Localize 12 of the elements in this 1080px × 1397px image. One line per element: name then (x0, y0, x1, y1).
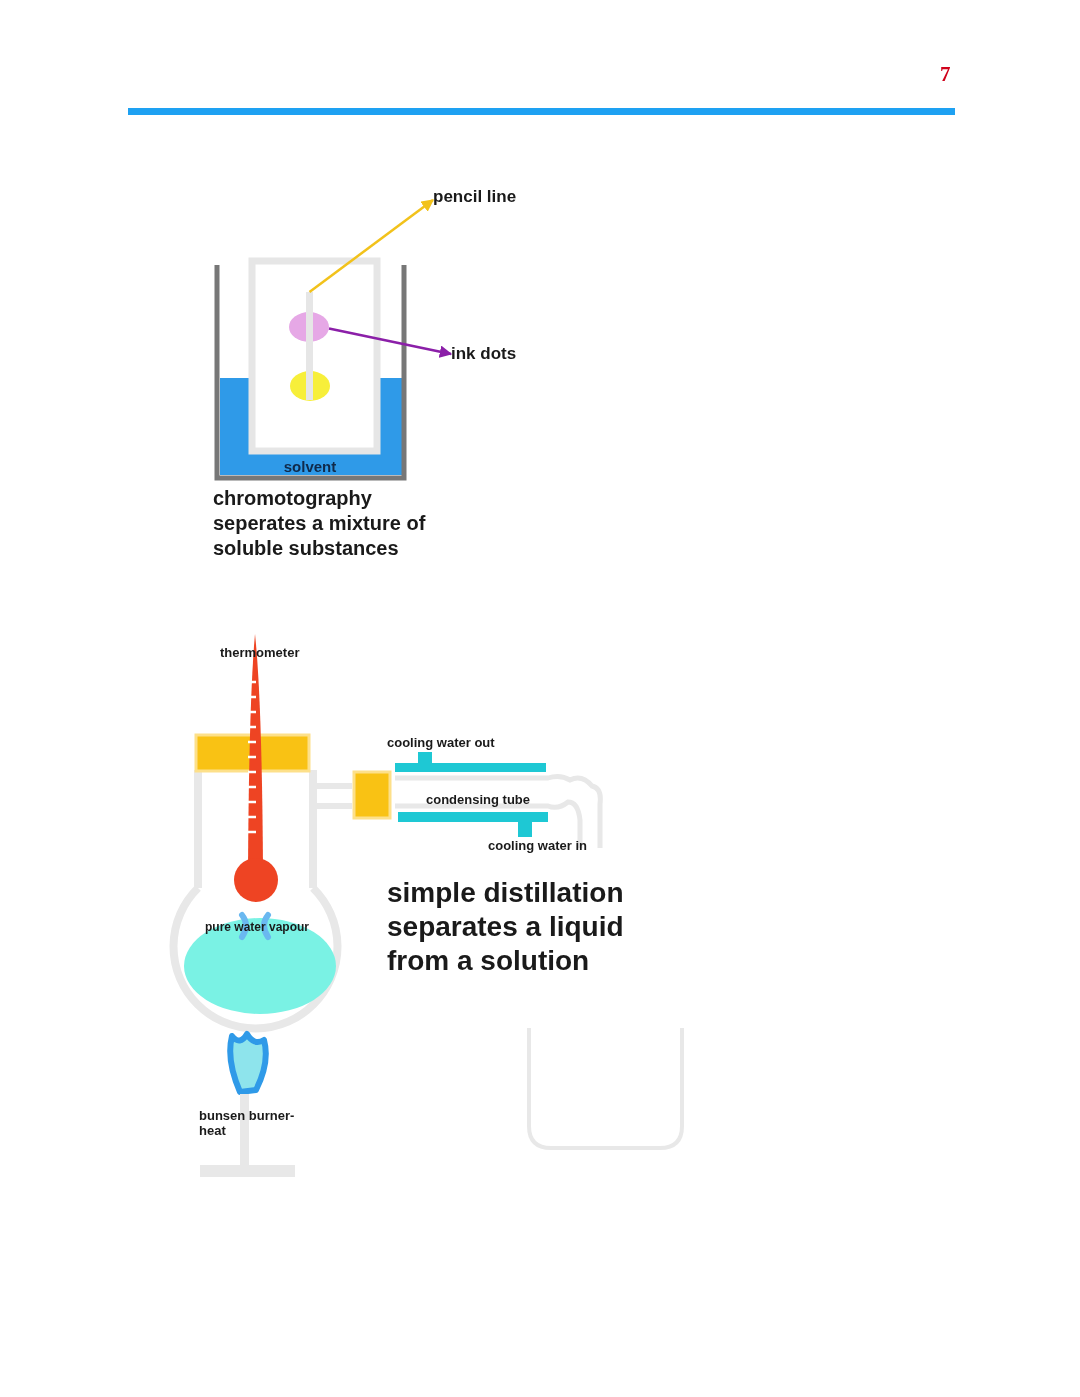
solvent-label: solvent (282, 458, 338, 476)
page-number: 7 (940, 62, 951, 88)
part-label: bunsen burner- heat (199, 1108, 296, 1138)
part-label: condensing tube (426, 792, 530, 808)
caption: chromotography seperates a mixture of soluble substances (213, 486, 427, 561)
caption: simple distillation separates a liquid from a solution (387, 876, 625, 978)
leader-arrow (328, 327, 453, 358)
part-label: cooling water out (387, 735, 495, 751)
leader-label: ink dots (451, 344, 517, 364)
leader-arrow (308, 199, 434, 293)
leader-label: pencil line (433, 187, 517, 207)
part-label: cooling water in (488, 838, 587, 854)
